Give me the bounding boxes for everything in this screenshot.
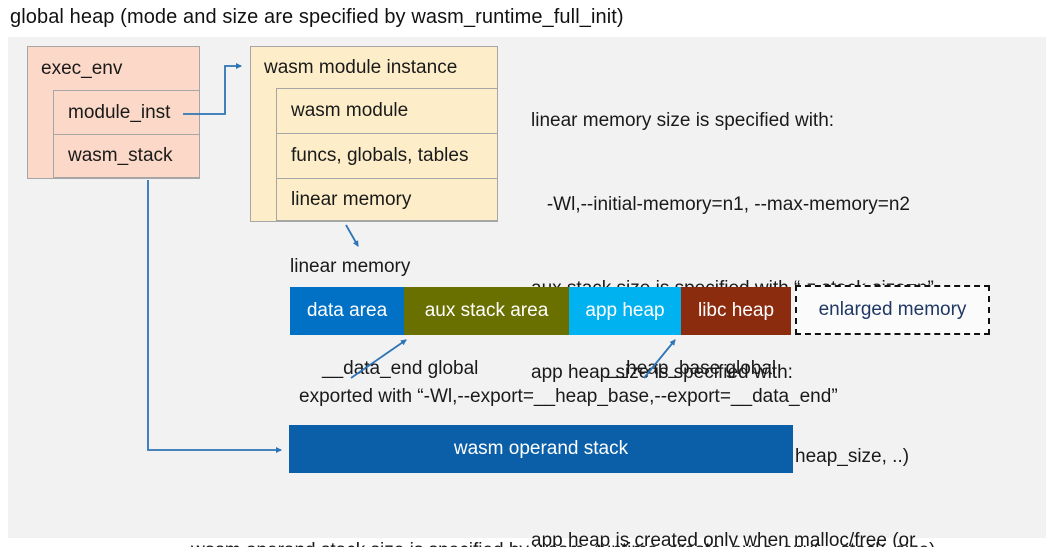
exec-env-row-wasm-stack: wasm_stack — [53, 134, 200, 178]
segment-libc-heap: libc heap — [681, 287, 791, 335]
module-instance-box: wasm module instance wasm module funcs, … — [250, 46, 498, 222]
data-end-global-label: __data_end global — [322, 358, 479, 379]
segment-app-heap: app heap — [569, 287, 681, 335]
diagram-title: global heap (mode and size are specified… — [10, 6, 624, 28]
exec-env-row-module-inst: module_inst — [53, 90, 200, 135]
module-instance-header: wasm module instance — [264, 56, 458, 78]
note-line: -Wl,--initial-memory=n1, --max-memory=n2 — [531, 194, 910, 215]
note-line: app heap size is specified with: — [531, 362, 793, 383]
linear-memory-label: linear memory — [290, 256, 411, 277]
operand-stack-notes: wasm operand stack size is specified by … — [191, 481, 936, 547]
note-line: linear memory size is specified with: — [531, 110, 835, 131]
exec-env-box: exec_env module_inst wasm_stack — [27, 46, 200, 179]
exported-with-label: exported with “-Wl,--export=__heap_base,… — [299, 386, 838, 407]
heap-base-global-label: __heap_base global — [605, 358, 777, 379]
module-instance-row-funcs-globals-tables: funcs, globals, tables — [276, 133, 498, 179]
note-line: app heap is created only when malloc/fre… — [531, 530, 916, 547]
segment-enlarged-memory: enlarged memory — [795, 285, 990, 335]
exec-env-header: exec_env — [41, 57, 123, 79]
module-instance-row-wasm-module: wasm module — [276, 88, 498, 134]
module-instance-row-linear-memory: linear memory — [276, 178, 498, 221]
segment-data-area: data area — [290, 287, 404, 335]
wasm-operand-stack-bar: wasm operand stack — [289, 425, 793, 473]
segment-aux-stack-area: aux stack area — [404, 287, 569, 335]
note-line: wasm operand stack size is specified by … — [191, 537, 936, 547]
